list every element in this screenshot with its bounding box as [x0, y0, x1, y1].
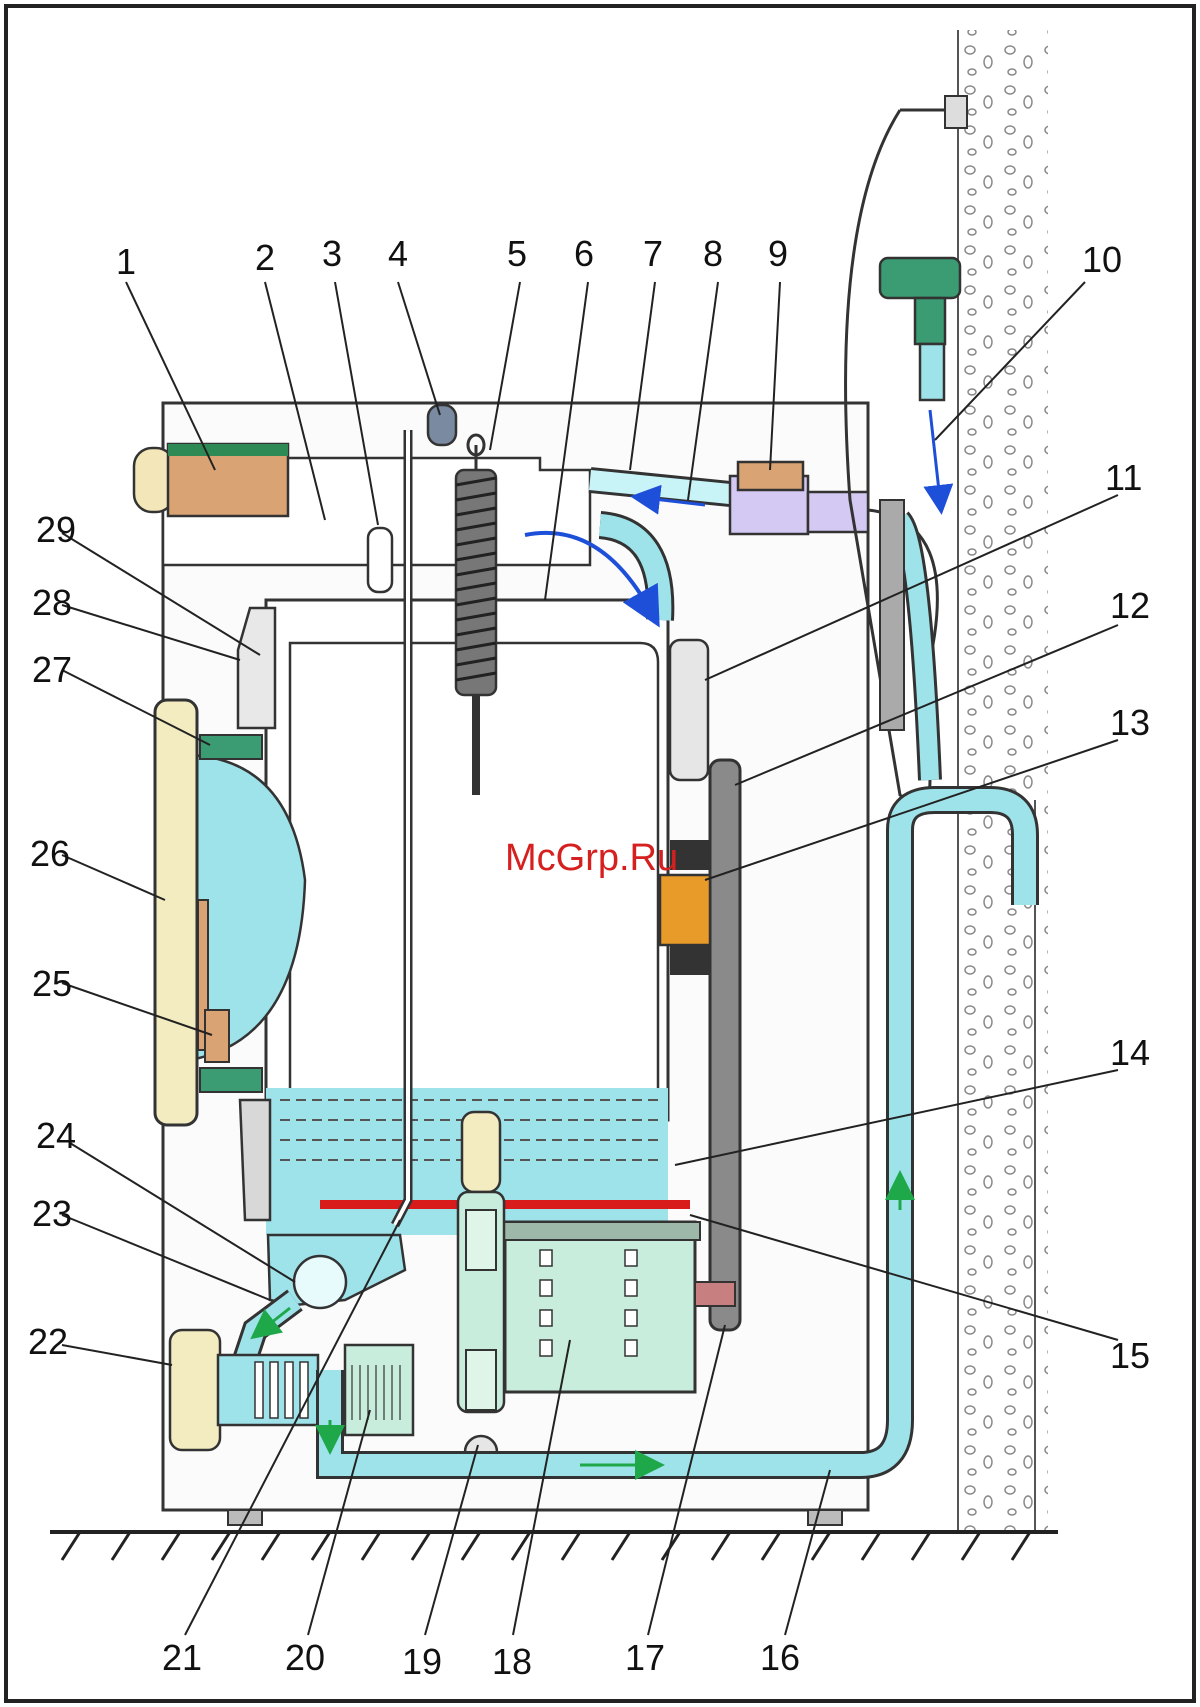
label-5: 5: [507, 233, 527, 274]
label-26: 26: [30, 833, 70, 874]
damper-top: [462, 1112, 500, 1192]
label-8: 8: [703, 233, 723, 274]
label-1: 1: [116, 241, 136, 282]
label-7: 7: [643, 233, 663, 274]
label-27: 27: [32, 649, 72, 690]
tub-rear-bearing: [670, 640, 708, 780]
label-9: 9: [768, 233, 788, 274]
door-seal-top: [200, 735, 262, 759]
label-25: 25: [32, 963, 72, 1004]
door-lock: [205, 1010, 229, 1062]
label-17: 17: [625, 1637, 665, 1678]
label-10: 10: [1082, 239, 1122, 280]
label-4: 4: [388, 233, 408, 274]
hose-holder: [880, 500, 904, 730]
pump-motor: [345, 1345, 413, 1435]
label-18: 18: [492, 1641, 532, 1682]
motor-pulley: [695, 1282, 735, 1306]
label-22: 22: [28, 1321, 68, 1362]
bearing-assembly: [660, 875, 710, 945]
label-11: 11: [1105, 457, 1142, 498]
label-21: 21: [162, 1637, 202, 1678]
label-19: 19: [402, 1641, 442, 1682]
label-3: 3: [322, 233, 342, 274]
drum-pulley: [710, 760, 740, 1330]
counterweight-bottom: [240, 1100, 270, 1220]
label-13: 13: [1110, 702, 1150, 743]
water-tap: [880, 258, 960, 298]
label-23: 23: [32, 1193, 72, 1234]
label-28: 28: [32, 582, 72, 623]
label-14: 14: [1110, 1032, 1150, 1073]
label-29: 29: [36, 509, 76, 550]
level-switch: [368, 528, 392, 592]
watermark: McGrp.Ru: [505, 837, 678, 879]
motor: [505, 1222, 695, 1392]
label-15: 15: [1110, 1335, 1150, 1376]
label-2: 2: [255, 237, 275, 278]
foot-right: [808, 1510, 842, 1525]
label-24: 24: [36, 1115, 76, 1156]
pump-cover: [170, 1330, 220, 1450]
bearing-bottom: [670, 945, 710, 975]
label-16: 16: [760, 1637, 800, 1678]
drain-ball-valve: [294, 1256, 346, 1308]
label-12: 12: [1110, 585, 1150, 626]
label-20: 20: [285, 1637, 325, 1678]
door-frame: [155, 700, 197, 1125]
label-6: 6: [574, 233, 594, 274]
pressure-switch: [428, 405, 456, 445]
door-seal-bottom: [200, 1068, 262, 1092]
